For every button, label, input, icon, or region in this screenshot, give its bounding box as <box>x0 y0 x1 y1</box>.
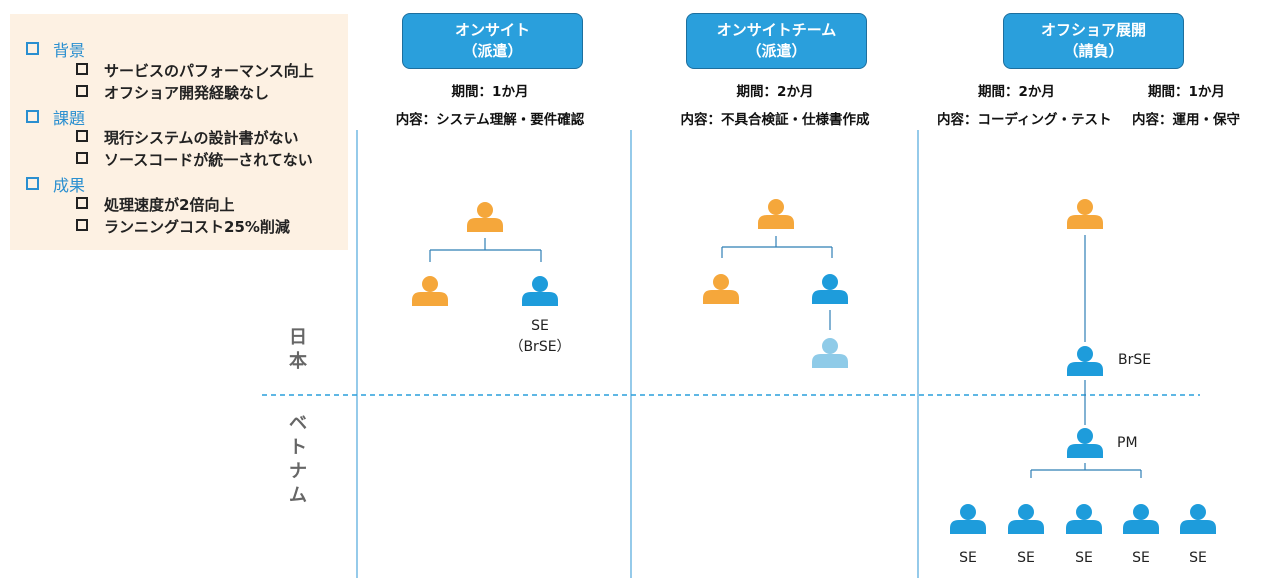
role-label: SE <box>1017 550 1035 566</box>
person-icon <box>812 338 848 368</box>
person-icon <box>1067 199 1103 229</box>
role-label: SE <box>1189 550 1207 566</box>
person-icon <box>1123 504 1159 534</box>
person-icon <box>703 274 739 304</box>
content-label: 内容：不具合検証・仕様書作成 <box>680 112 870 128</box>
content-label: 内容：運用・保守 <box>1132 112 1240 128</box>
period-label: 期間：1か月 <box>1148 84 1225 100</box>
person-icon <box>1066 504 1102 534</box>
checkbox-icon <box>76 197 88 209</box>
person-icon <box>1008 504 1044 534</box>
checkbox-icon <box>26 42 39 55</box>
person-icon <box>412 276 448 306</box>
period-label: 期間：2か月 <box>978 84 1055 100</box>
connector-lines <box>429 238 542 262</box>
period-label: 期間：1か月 <box>451 84 529 100</box>
person-icon <box>758 199 794 229</box>
summary-panel <box>10 14 348 250</box>
list-item: 現行システムの設計書がない <box>76 127 299 148</box>
role-label: PM <box>1117 435 1138 451</box>
section-background: 背景 <box>26 37 85 61</box>
checkbox-icon <box>26 177 39 190</box>
role-label: SE <box>1132 550 1150 566</box>
checkbox-icon <box>76 152 88 164</box>
checkbox-icon <box>76 85 88 97</box>
connector-lines <box>721 236 833 330</box>
role-label: BrSE <box>1118 352 1152 368</box>
region-vietnam: ベトナム <box>289 413 307 506</box>
role-label: SE <box>531 318 549 334</box>
role-label: SE <box>959 550 977 566</box>
list-item: 処理速度が2倍向上 <box>76 194 234 215</box>
period-label: 期間：2か月 <box>736 84 814 100</box>
content-label: 内容：システム理解・要件確認 <box>395 112 585 128</box>
person-icon <box>1067 428 1103 458</box>
list-item: オフショア開発経験なし <box>76 82 269 103</box>
header-offshore: オフショア展開（請負） <box>1003 13 1184 69</box>
person-icon <box>1180 504 1216 534</box>
section-issues: 課題 <box>26 105 85 129</box>
header-onsite-team: オンサイトチーム（派遣） <box>686 13 867 69</box>
section-results: 成果 <box>26 172 85 196</box>
person-icon <box>950 504 986 534</box>
checkbox-icon <box>76 130 88 142</box>
list-item: サービスのパフォーマンス向上 <box>76 60 314 81</box>
role-label: SE <box>1075 550 1093 566</box>
person-icon <box>522 276 558 306</box>
role-label: （BrSE） <box>509 339 571 355</box>
list-item: ランニングコスト25%削減 <box>76 216 290 237</box>
header-onsite: オンサイト（派遣） <box>402 13 583 69</box>
connector-lines <box>1030 235 1142 478</box>
person-icon <box>1067 346 1103 376</box>
region-japan: 日本 <box>289 327 307 372</box>
checkbox-icon <box>76 63 88 75</box>
list-item: ソースコードが統一されてない <box>76 149 313 170</box>
checkbox-icon <box>76 219 88 231</box>
content-label: 内容：コーディング・テスト <box>937 112 1112 128</box>
checkbox-icon <box>26 110 39 123</box>
person-icon <box>467 202 503 232</box>
person-icon <box>812 274 848 304</box>
